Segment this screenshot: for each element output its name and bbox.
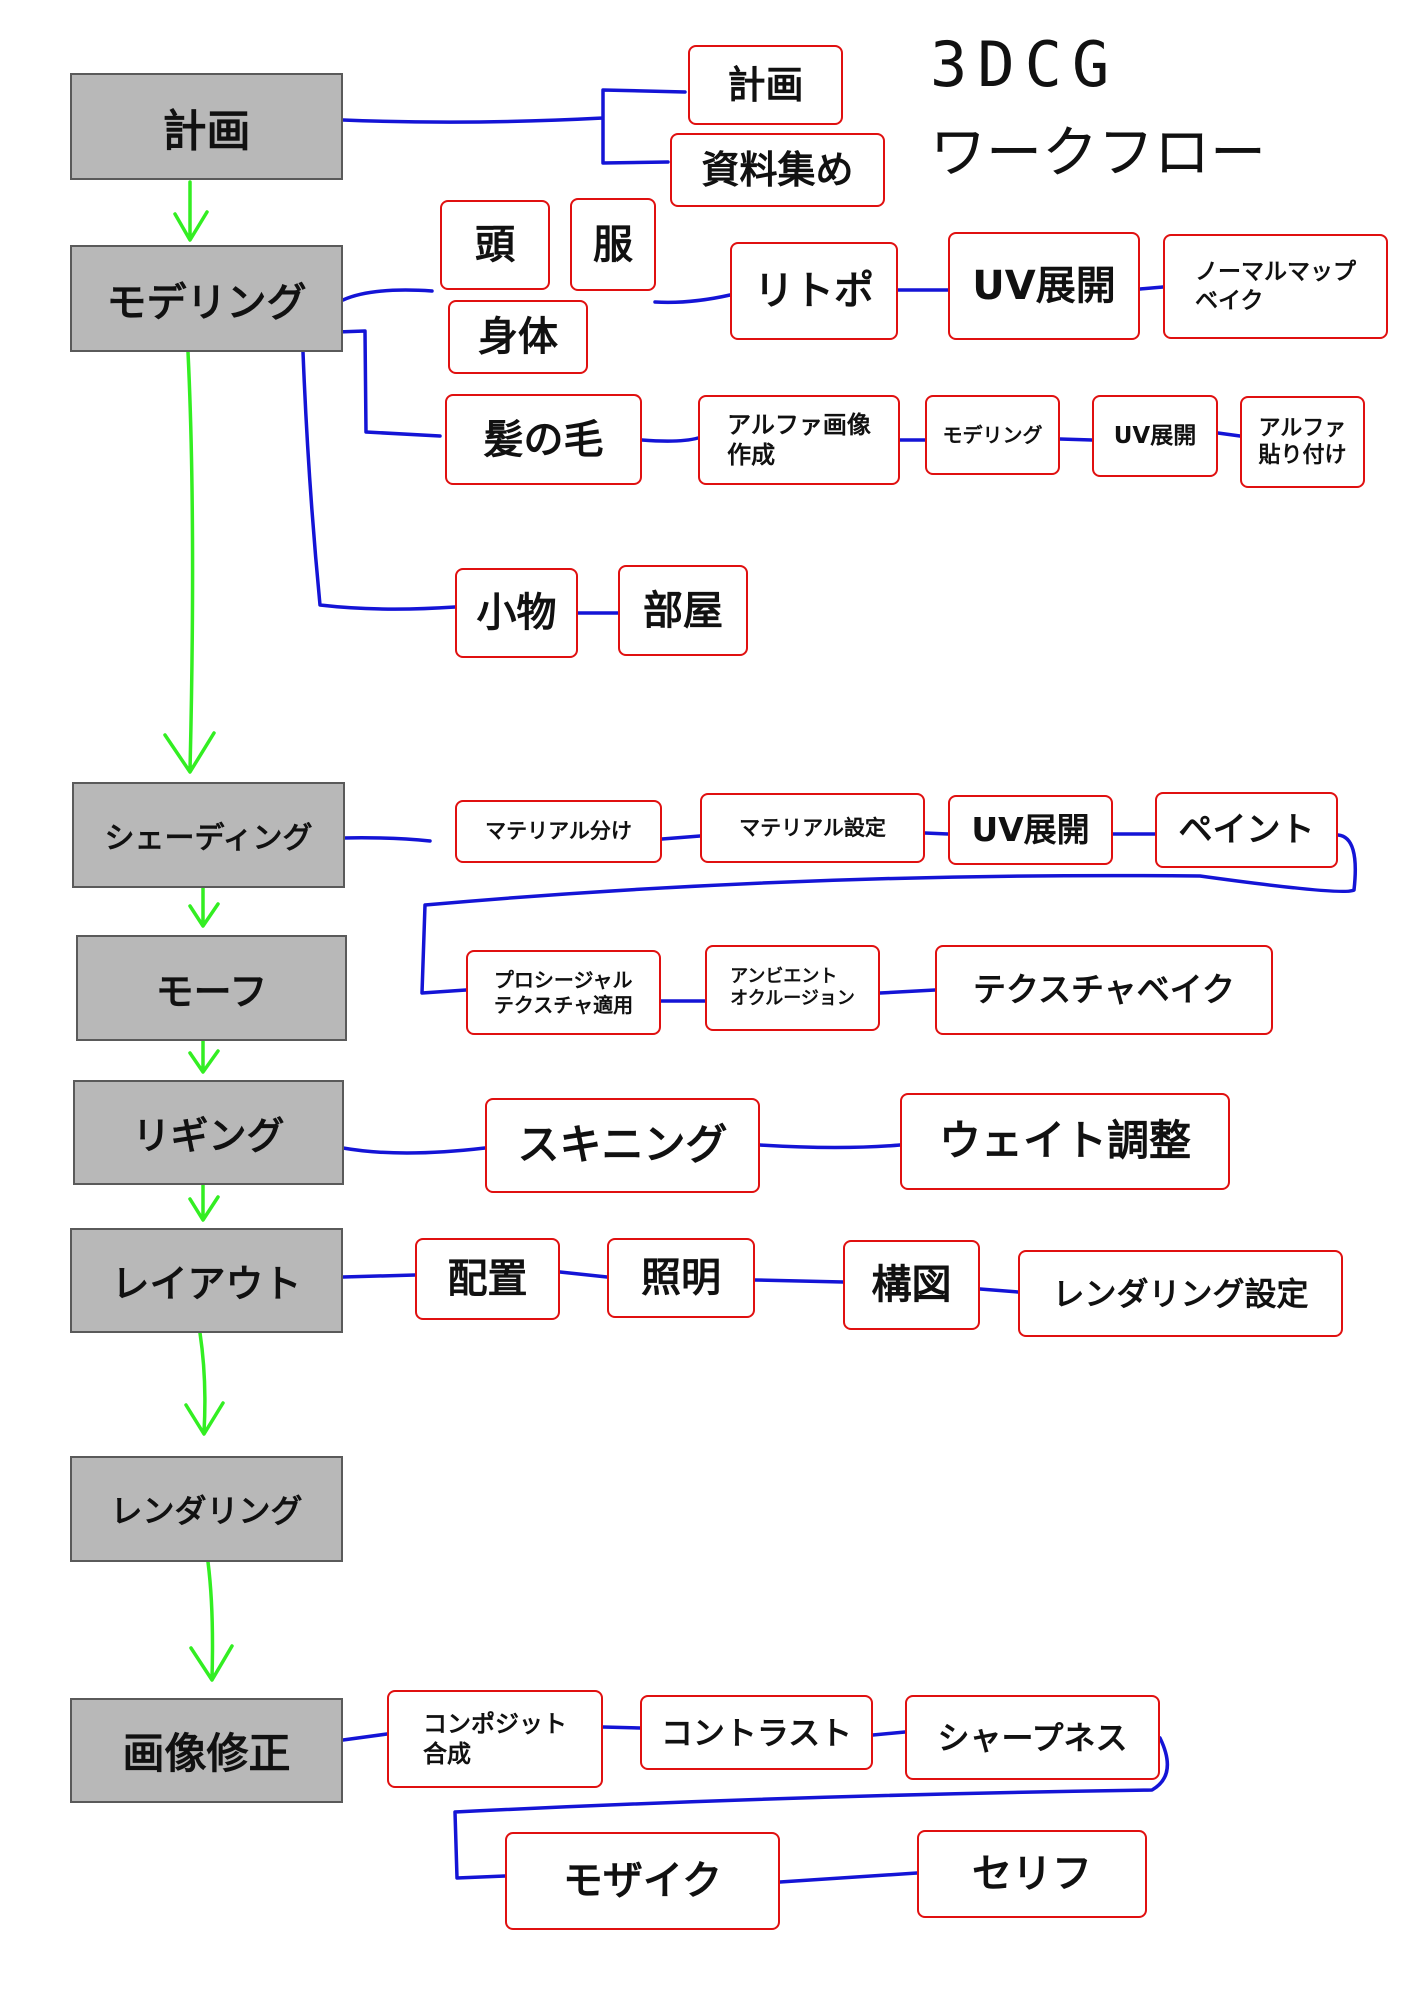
link-shading-chain2 — [659, 988, 937, 1003]
link-modeling-hair — [335, 329, 442, 438]
step-normal-map-bake: ノーマルマップ ベイク — [1163, 234, 1388, 339]
step-procedural-texture: プロシージャル テクスチャ適用 — [466, 950, 661, 1035]
diagram-title-line1: 3DCG — [930, 28, 1120, 101]
link-layout — [341, 1270, 1020, 1294]
step-render-settings: レンダリング設定 — [1018, 1250, 1343, 1337]
step-dialogue: セリフ — [917, 1830, 1147, 1918]
link-hair-chain — [640, 431, 1242, 443]
step-lighting: 照明 — [607, 1238, 755, 1318]
link-modeling-parts — [341, 288, 434, 302]
step-shading-uv-unwrap: UV展開 — [948, 795, 1113, 865]
step-uv-unwrap: UV展開 — [948, 232, 1140, 340]
arrow-planning-to-modeling — [173, 180, 209, 242]
step-composite: コンポジット 合成 — [387, 1690, 603, 1788]
step-placement: 配置 — [415, 1238, 560, 1320]
stage-layout: レイアウト — [70, 1228, 343, 1333]
arrow-rendering-to-image-fix — [189, 1560, 234, 1682]
step-body: 身体 — [448, 300, 588, 374]
step-weight-adjust: ウェイト調整 — [900, 1093, 1230, 1190]
step-hair-uv-unwrap: UV展開 — [1092, 395, 1218, 477]
arrow-morph-to-rigging — [188, 1038, 220, 1074]
arrow-rigging-to-layout — [188, 1183, 220, 1222]
step-contrast: コントラスト — [640, 1695, 873, 1770]
step-material-split: マテリアル分け — [455, 800, 662, 863]
step-small-props: 小物 — [455, 568, 578, 658]
step-paint: ペイント — [1155, 792, 1338, 868]
step-alpha-apply: アルファ 貼り付け — [1240, 396, 1365, 488]
step-material-setup: マテリアル設定 — [700, 793, 925, 863]
step-retopo: リトポ — [730, 242, 898, 340]
step-alpha-image-create: アルファ画像 作成 — [698, 395, 900, 485]
link-planning-branch — [341, 88, 687, 165]
stage-morph: モーフ — [76, 935, 347, 1041]
link-uv-normal — [1138, 285, 1165, 291]
step-room: 部屋 — [618, 565, 748, 656]
stage-image-fix: 画像修正 — [70, 1698, 343, 1803]
step-mosaic: モザイク — [505, 1832, 780, 1930]
link-parts-retopo — [653, 293, 732, 305]
step-clothes: 服 — [570, 198, 656, 291]
link-image-fix-wrap — [453, 1736, 1170, 1884]
step-texture-bake: テクスチャベイク — [935, 945, 1273, 1035]
stage-rendering: レンダリング — [70, 1456, 343, 1562]
step-planning: 計画 — [688, 45, 843, 125]
step-hair: 髪の毛 — [445, 394, 642, 485]
link-shading-wrap — [420, 833, 1358, 995]
step-head: 頭 — [440, 200, 550, 290]
arrow-shading-to-morph — [188, 886, 220, 928]
step-hair-modeling: モデリング — [925, 395, 1060, 475]
arrow-layout-to-rendering — [184, 1331, 225, 1436]
link-shading-chain — [341, 831, 1157, 843]
connector-lines — [301, 88, 1358, 1884]
arrow-modeling-to-shading — [163, 350, 216, 774]
step-sharpness: シャープネス — [905, 1695, 1160, 1780]
stage-planning: 計画 — [70, 73, 343, 180]
step-ambient-occlusion: アンビエント オクルージョン — [705, 945, 880, 1031]
stage-shading: シェーディング — [72, 782, 345, 888]
step-collect-references: 資料集め — [670, 133, 885, 207]
link-image-fix — [341, 1725, 907, 1742]
step-composition: 構図 — [843, 1240, 980, 1330]
step-skinning: スキニング — [485, 1098, 760, 1193]
stage-modeling: モデリング — [70, 245, 343, 352]
link-rigging — [341, 1143, 902, 1155]
link-modeling-props — [301, 350, 457, 611]
stage-rigging: リギング — [73, 1080, 344, 1185]
flow-arrows — [163, 180, 234, 1682]
diagram-title-line2: ワークフロー — [930, 121, 1266, 186]
